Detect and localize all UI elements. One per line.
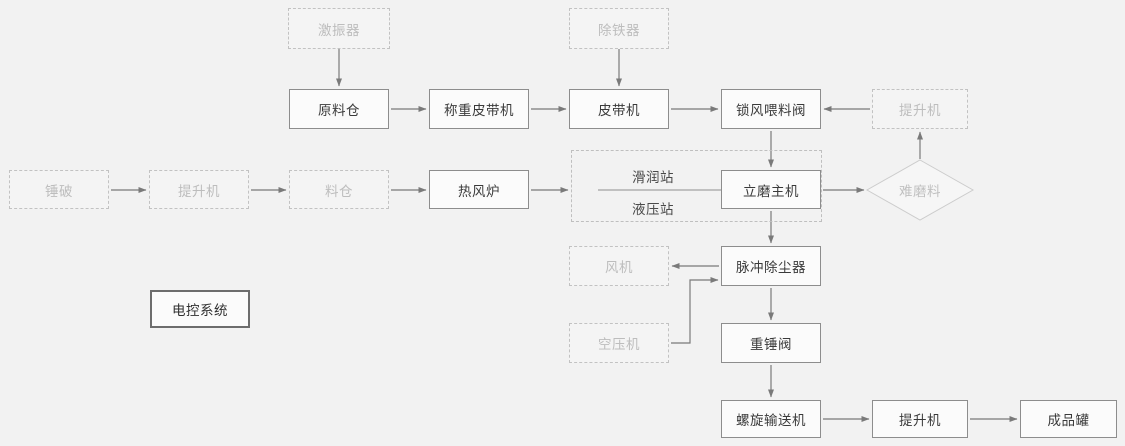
- node-refengluo[interactable]: 热风炉: [429, 170, 529, 209]
- node-liaocang[interactable]: 料仓: [289, 170, 389, 209]
- node-maichong-chuchenqi[interactable]: 脉冲除尘器: [721, 246, 821, 286]
- label-yeyazhan: 液压站: [632, 202, 674, 217]
- node-tishengji-left[interactable]: 提升机: [149, 170, 249, 209]
- edge-kongyaji-maichong: [671, 276, 719, 344]
- node-yuanliaocang[interactable]: 原料仓: [289, 89, 389, 129]
- node-luoxuan-shusongji[interactable]: 螺旋输送机: [721, 400, 821, 438]
- diamond-label: 难磨料: [899, 184, 941, 199]
- node-chengzhong-pidaiji[interactable]: 称重皮带机: [429, 89, 529, 129]
- node-tishengji-top[interactable]: 提升机: [872, 89, 968, 129]
- node-limo-zhuji[interactable]: 立磨主机: [721, 170, 821, 209]
- station-group-box: [571, 150, 822, 222]
- node-fengji[interactable]: 风机: [569, 246, 669, 286]
- node-chuipo[interactable]: 锤破: [9, 170, 109, 209]
- node-chutieqi[interactable]: 除铁器: [569, 8, 669, 49]
- node-tishengji-bottom[interactable]: 提升机: [872, 400, 968, 438]
- label-runhuazhan: 滑润站: [632, 170, 674, 185]
- node-kongyaji[interactable]: 空压机: [569, 323, 669, 363]
- node-zhongchuifa[interactable]: 重锤阀: [721, 323, 821, 363]
- node-pidaiji[interactable]: 皮带机: [569, 89, 669, 129]
- node-jizhenqi[interactable]: 激振器: [288, 8, 390, 49]
- node-chengpinguan[interactable]: 成品罐: [1020, 400, 1117, 438]
- node-diankong-xitong[interactable]: 电控系统: [150, 290, 250, 328]
- node-suofeng-weiliaofa[interactable]: 锁风喂料阀: [721, 89, 821, 129]
- diamond-shape: [866, 159, 974, 221]
- node-nanmoliao-decision[interactable]: 难磨料: [866, 159, 974, 221]
